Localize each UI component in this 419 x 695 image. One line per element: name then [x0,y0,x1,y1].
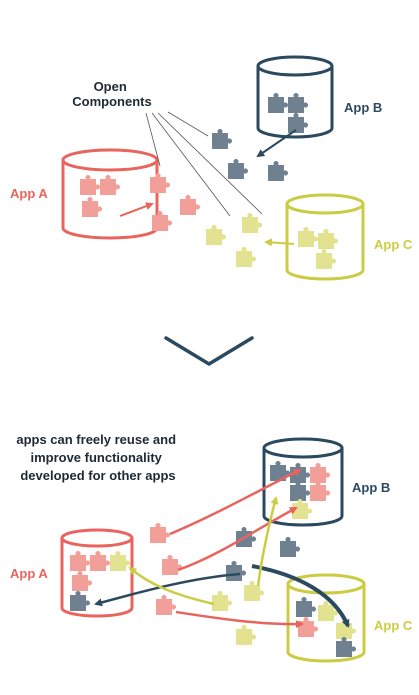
arrow-c [264,238,295,247]
flow-a-to-b [169,468,302,536]
arrow-a [119,202,154,217]
puzzle-piece-icon [268,161,288,181]
puzzle-piece-icon [228,159,248,179]
puzzle-piece-icon [212,591,232,611]
puzzle-piece-icon [236,247,256,267]
puzzle-piece-icon [206,225,226,245]
puzzle-piece-icon [162,555,182,575]
flow-b-to-a [94,572,241,607]
flow-a-to-b-2 [177,506,298,572]
open-components-label: Open Components [72,79,151,109]
puzzle-piece-icon [156,595,176,615]
bottom-panel: apps can freely reuse and improve functi… [10,432,413,663]
flow-a-to-c [175,610,304,629]
caption: apps can freely reuse and improve functi… [16,432,179,483]
puzzle-piece-icon [226,561,246,581]
top-panel: Open Components App A App B App C [10,55,413,281]
app-a-label: App A [10,186,48,201]
puzzle-piece-icon [242,213,262,233]
app-a-label-bottom: App A [10,566,48,581]
chevron-down-icon [164,336,254,366]
arrow-b [256,129,297,158]
label-pointer-lines [145,111,263,217]
puzzle-piece-icon [280,537,300,557]
puzzle-piece-icon [236,625,256,645]
puzzle-piece-icon [180,195,200,215]
app-c-label: App C [374,237,413,252]
flow-c-to-a [128,566,215,606]
app-b-label-bottom: App B [352,480,390,495]
puzzle-piece-icon [150,523,170,543]
flow-b-to-c [251,564,350,628]
puzzle-piece-icon [244,581,264,601]
puzzle-piece-icon [212,129,232,149]
app-b-label: App B [344,100,382,115]
app-c-label-bottom: App C [374,618,413,633]
flow-c-to-b [256,496,279,587]
flow-curves [94,468,350,629]
